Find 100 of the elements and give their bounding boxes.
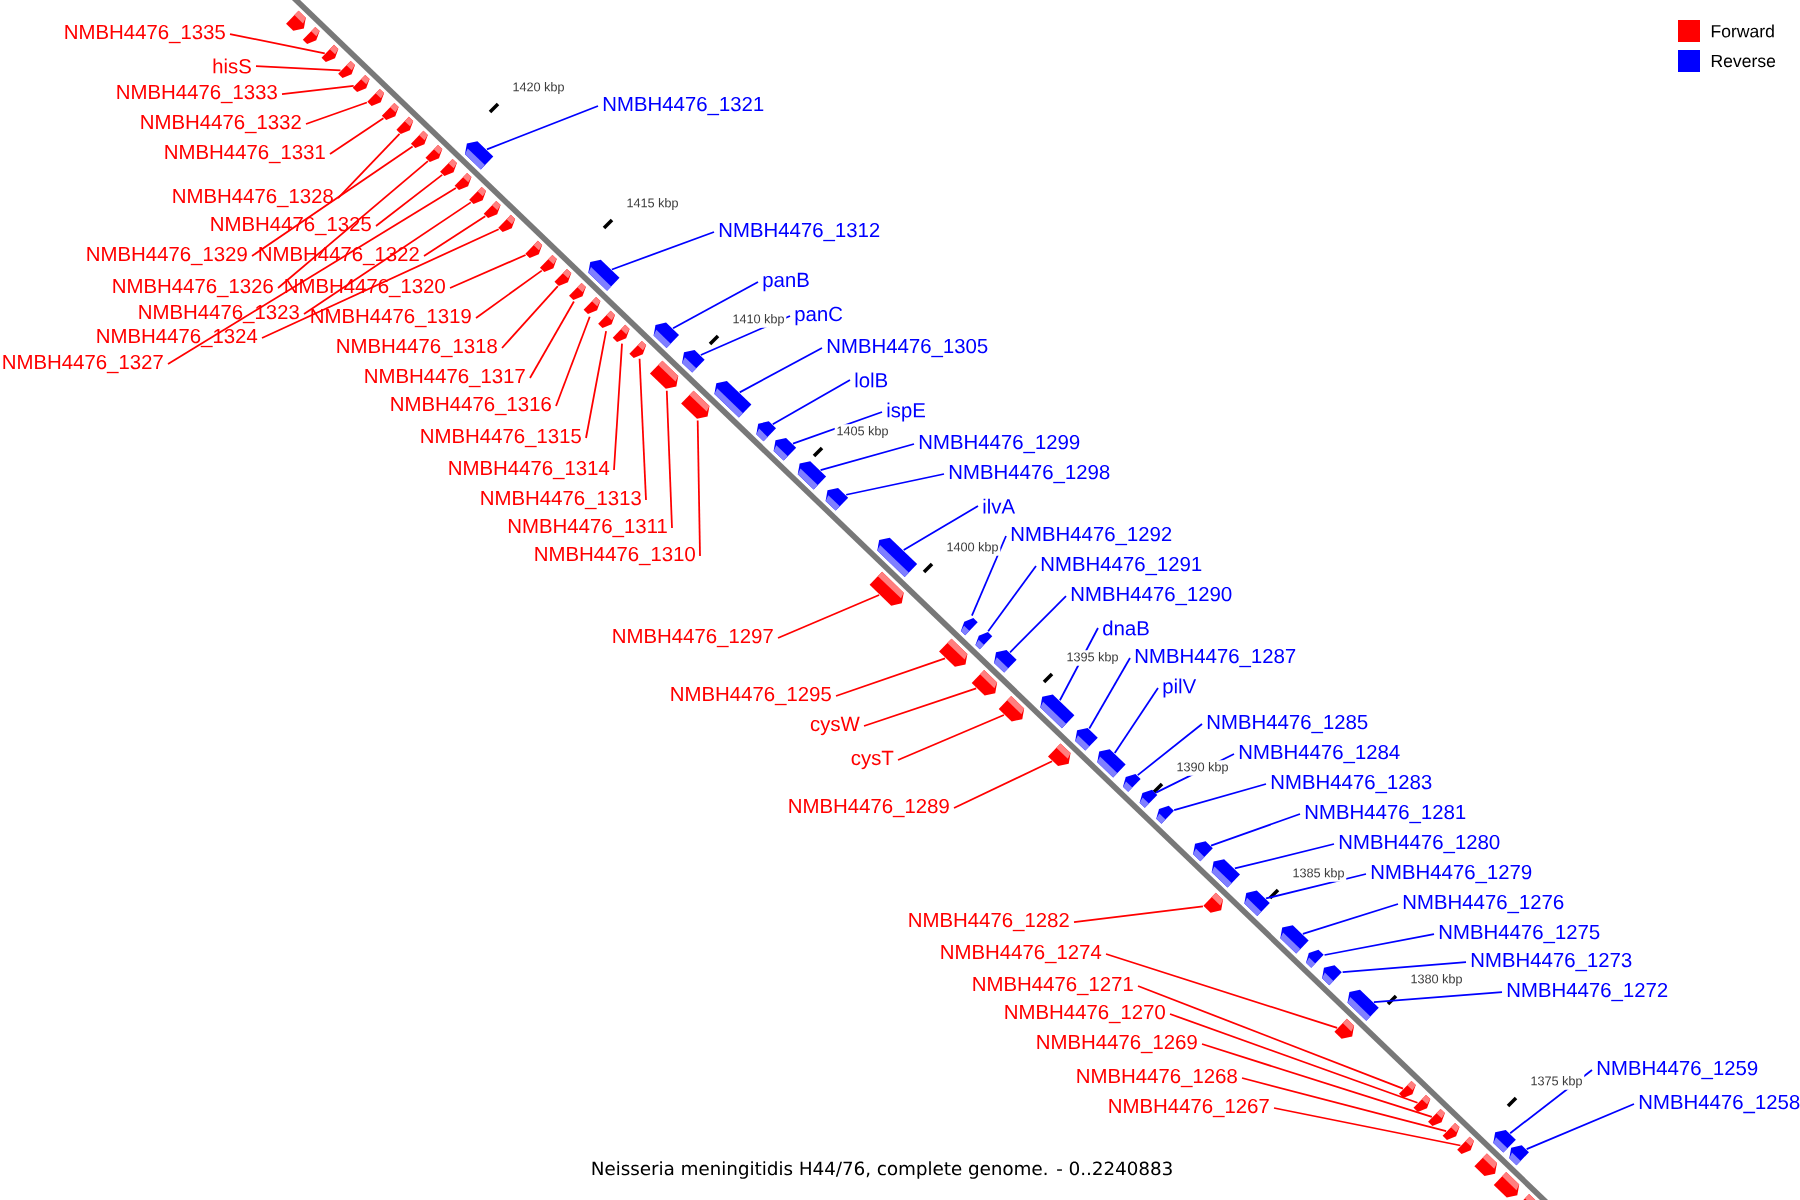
leader-line	[819, 443, 915, 472]
gene-block	[1075, 727, 1098, 751]
gene-label: NMBH4476_1297	[613, 628, 773, 648]
gene-block	[869, 571, 904, 606]
leader-line	[672, 281, 759, 330]
leader-line	[449, 254, 527, 289]
leader-line	[1302, 903, 1399, 935]
leader-line	[1241, 1077, 1448, 1133]
leader-line	[1233, 843, 1335, 870]
gene-label: NMBH4476_1284	[1239, 744, 1400, 764]
gene-block	[525, 240, 543, 258]
gene-label: NMBH4476_1280	[1339, 834, 1500, 854]
gene-label: NMBH4476_1319	[311, 308, 471, 328]
gene-label: NMBH4476_1335	[65, 24, 225, 44]
gene-block	[1428, 1108, 1445, 1126]
gene-block	[877, 537, 918, 577]
gene-block	[1347, 989, 1379, 1021]
leader-line	[863, 687, 978, 727]
gene-block	[756, 421, 776, 442]
leader-line	[611, 231, 715, 271]
gene-block	[797, 461, 827, 490]
leader-line	[375, 173, 444, 227]
gene-block	[498, 214, 516, 232]
leader-line	[792, 411, 883, 445]
gene-block	[483, 200, 501, 218]
gene-block	[681, 390, 710, 419]
leader-line	[771, 379, 851, 426]
gene-label: NMBH4476_1315	[421, 428, 581, 448]
gene-label: NMBH4476_1273	[1471, 952, 1632, 972]
gene-label: NMBH4476_1281	[1305, 804, 1466, 824]
gene-block	[1474, 1153, 1497, 1177]
leader-line	[229, 33, 326, 55]
gene-block	[286, 10, 306, 31]
gene-label: NMBH4476_1295	[671, 686, 831, 706]
gene-block	[1334, 1018, 1355, 1039]
gene-block	[1493, 1172, 1520, 1198]
leader-line	[777, 594, 880, 639]
gene-block	[367, 88, 385, 106]
leader-line	[585, 330, 607, 439]
gene-block	[1413, 1094, 1431, 1112]
gene-label: NMBH4476_1292	[1011, 526, 1172, 546]
leader-line	[1210, 813, 1301, 847]
gene-block	[612, 324, 630, 342]
gene-block	[539, 254, 557, 272]
gene-block	[1040, 694, 1075, 729]
gene-block	[773, 437, 797, 461]
gene-label: cysT	[851, 750, 894, 770]
gene-label: dnaB	[1103, 620, 1149, 636]
gene-block	[396, 116, 414, 134]
leader-line	[638, 357, 647, 501]
gene-block	[1493, 1129, 1516, 1153]
gene-label: NMBH4476_1332	[141, 114, 301, 134]
gene-block	[960, 618, 978, 636]
leader-line	[738, 347, 823, 394]
leader-line	[1169, 1013, 1419, 1104]
gene-label: NMBH4476_1276	[1403, 894, 1564, 914]
gene-block	[1203, 892, 1224, 913]
gene-label: pilV	[1163, 678, 1197, 698]
leader-line	[902, 505, 979, 551]
gene-block	[1398, 1080, 1416, 1098]
gene-block	[975, 632, 993, 650]
gene-label: panB	[763, 272, 809, 292]
gene-block	[469, 186, 486, 204]
gene-block	[1457, 1136, 1474, 1154]
gene-label: panC	[795, 306, 843, 326]
gene-label: NMBH4476_1299	[919, 434, 1080, 454]
gene-label: NMBH4476_1311	[508, 518, 667, 538]
gene-label: hisS	[213, 58, 251, 74]
gene-block	[682, 349, 705, 373]
gene-block	[998, 696, 1025, 722]
gene-block	[1442, 1122, 1460, 1140]
leader-line	[501, 285, 559, 349]
gene-block	[464, 141, 494, 170]
gene-block	[1123, 773, 1141, 792]
caption: Neisseria meningitidis H44/76, complete genome. - 0..2240883	[592, 1161, 1172, 1179]
gene-block	[352, 74, 370, 92]
gene-label: NMBH4476_1271	[973, 976, 1133, 996]
leader-line	[281, 84, 355, 95]
gene-label: NMBH4476_1275	[1439, 924, 1600, 944]
gene-label: NMBH4476_1272	[1507, 982, 1668, 1002]
leader-line	[329, 117, 385, 155]
gene-block	[1139, 789, 1158, 808]
gene-label: NMBH4476_1274	[941, 944, 1102, 964]
leader-line	[1173, 783, 1267, 811]
gene-label: NMBH4476_1317	[365, 368, 525, 388]
leader-line	[337, 132, 401, 199]
gene-block	[302, 26, 320, 44]
gene-label: NMBH4476_1267	[1109, 1098, 1269, 1118]
leader-line	[1273, 1107, 1462, 1147]
leader-line	[1073, 905, 1204, 923]
gene-label: lolB	[855, 372, 888, 388]
leader-line	[1137, 985, 1404, 1090]
gene-label: NMBH4476_1310	[535, 546, 695, 566]
leader-line	[303, 201, 472, 315]
gene-block	[583, 296, 601, 314]
gene-block	[1211, 859, 1240, 888]
gene-block	[649, 360, 679, 389]
gene-label: NMBH4476_1326	[113, 278, 273, 298]
legend-label: Reverse	[1711, 54, 1776, 68]
gene-block	[569, 282, 586, 300]
